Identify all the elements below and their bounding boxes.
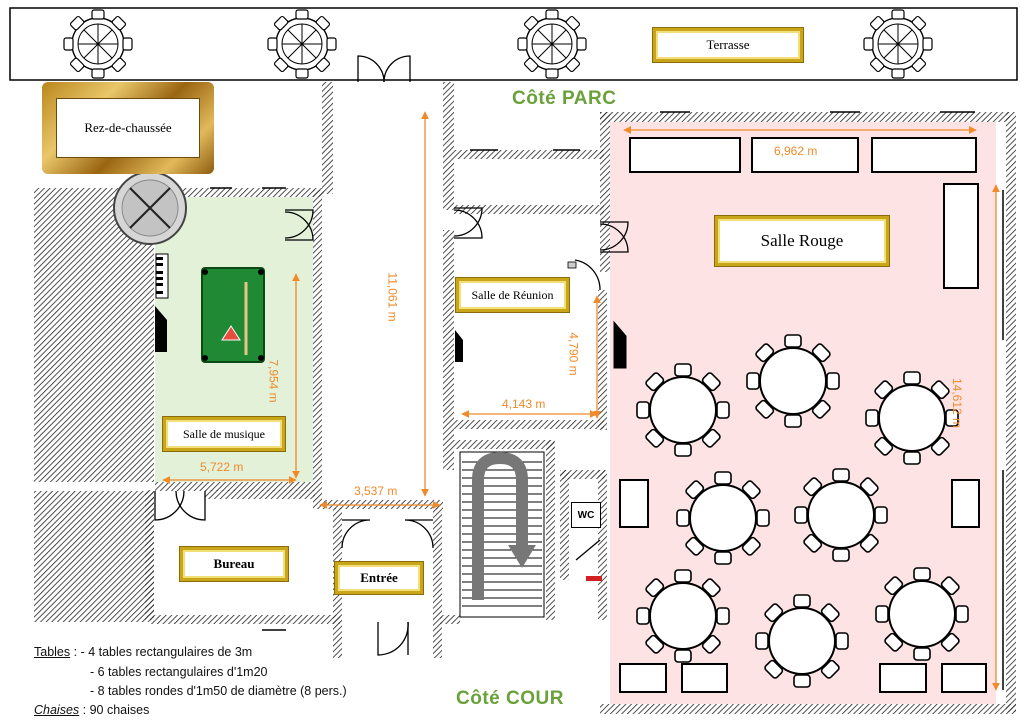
entree-label: Entrée bbox=[335, 562, 423, 594]
legend-tables-label: Tables bbox=[34, 645, 71, 659]
round-table bbox=[746, 334, 840, 428]
hatched-block bbox=[34, 197, 154, 622]
round-table bbox=[794, 468, 888, 562]
dimension-label: 4,790 m bbox=[566, 332, 581, 376]
cote-cour-label: Côté COUR bbox=[456, 688, 564, 709]
legend-tables-line1: - 4 tables rectangulaires de 3m bbox=[80, 645, 253, 659]
legend-tables: Tables : - 4 tables rectangulaires de 3m bbox=[34, 645, 252, 659]
dimension-label: 11,061 m bbox=[385, 272, 400, 322]
legend-chairs: Chaises : 90 chaises bbox=[34, 703, 149, 717]
round-table bbox=[636, 363, 730, 457]
staircase bbox=[459, 451, 545, 618]
legend-chairs-value: : 90 chaises bbox=[79, 703, 150, 717]
wc-label: WC bbox=[571, 502, 601, 528]
salle-rouge-label: Salle Rouge bbox=[715, 216, 889, 266]
salle-reunion-label: Salle de Réunion bbox=[456, 278, 569, 312]
legend-line2: - 6 tables rectangulaires d'1m20 bbox=[90, 665, 268, 679]
dimension-label: 6,962 m bbox=[774, 144, 818, 158]
round-table bbox=[755, 594, 849, 688]
round-table bbox=[865, 371, 959, 465]
dimension-label: 3,537 m bbox=[354, 484, 398, 498]
billiard-table bbox=[201, 267, 265, 363]
terrasse-label: Terrasse bbox=[653, 28, 803, 62]
round-table bbox=[636, 569, 730, 663]
bureau-label: Bureau bbox=[180, 547, 288, 581]
dimension-label: 14,612 m bbox=[950, 377, 965, 429]
round-fixture bbox=[113, 171, 187, 245]
legend-line3: - 8 tables rondes d'1m50 de diamètre (8 … bbox=[90, 684, 347, 698]
piano bbox=[155, 253, 627, 369]
legend-sep: : bbox=[70, 645, 81, 659]
terrace-table bbox=[63, 9, 133, 79]
legend-chairs-label: Chaises bbox=[34, 703, 80, 717]
rez-de-chaussee-label: Rez-de-chaussée bbox=[56, 98, 200, 158]
rect-tables bbox=[619, 137, 987, 693]
terrace-table bbox=[267, 9, 337, 79]
salle-musique-label: Salle de musique bbox=[163, 417, 285, 451]
dimension-label: 4,143 m bbox=[502, 397, 546, 411]
cote-parc-label: Côté PARC bbox=[512, 88, 617, 109]
round-table bbox=[875, 567, 969, 661]
dimension-label: 5,722 m bbox=[200, 460, 244, 474]
dimension-label: 7,954 m bbox=[266, 359, 281, 403]
terrace-area bbox=[9, 7, 1018, 81]
terrace-table bbox=[863, 9, 933, 79]
terrace-table bbox=[517, 9, 587, 79]
round-table bbox=[676, 471, 770, 565]
rez-de-chaussee-frame: Rez-de-chaussée bbox=[42, 82, 214, 174]
